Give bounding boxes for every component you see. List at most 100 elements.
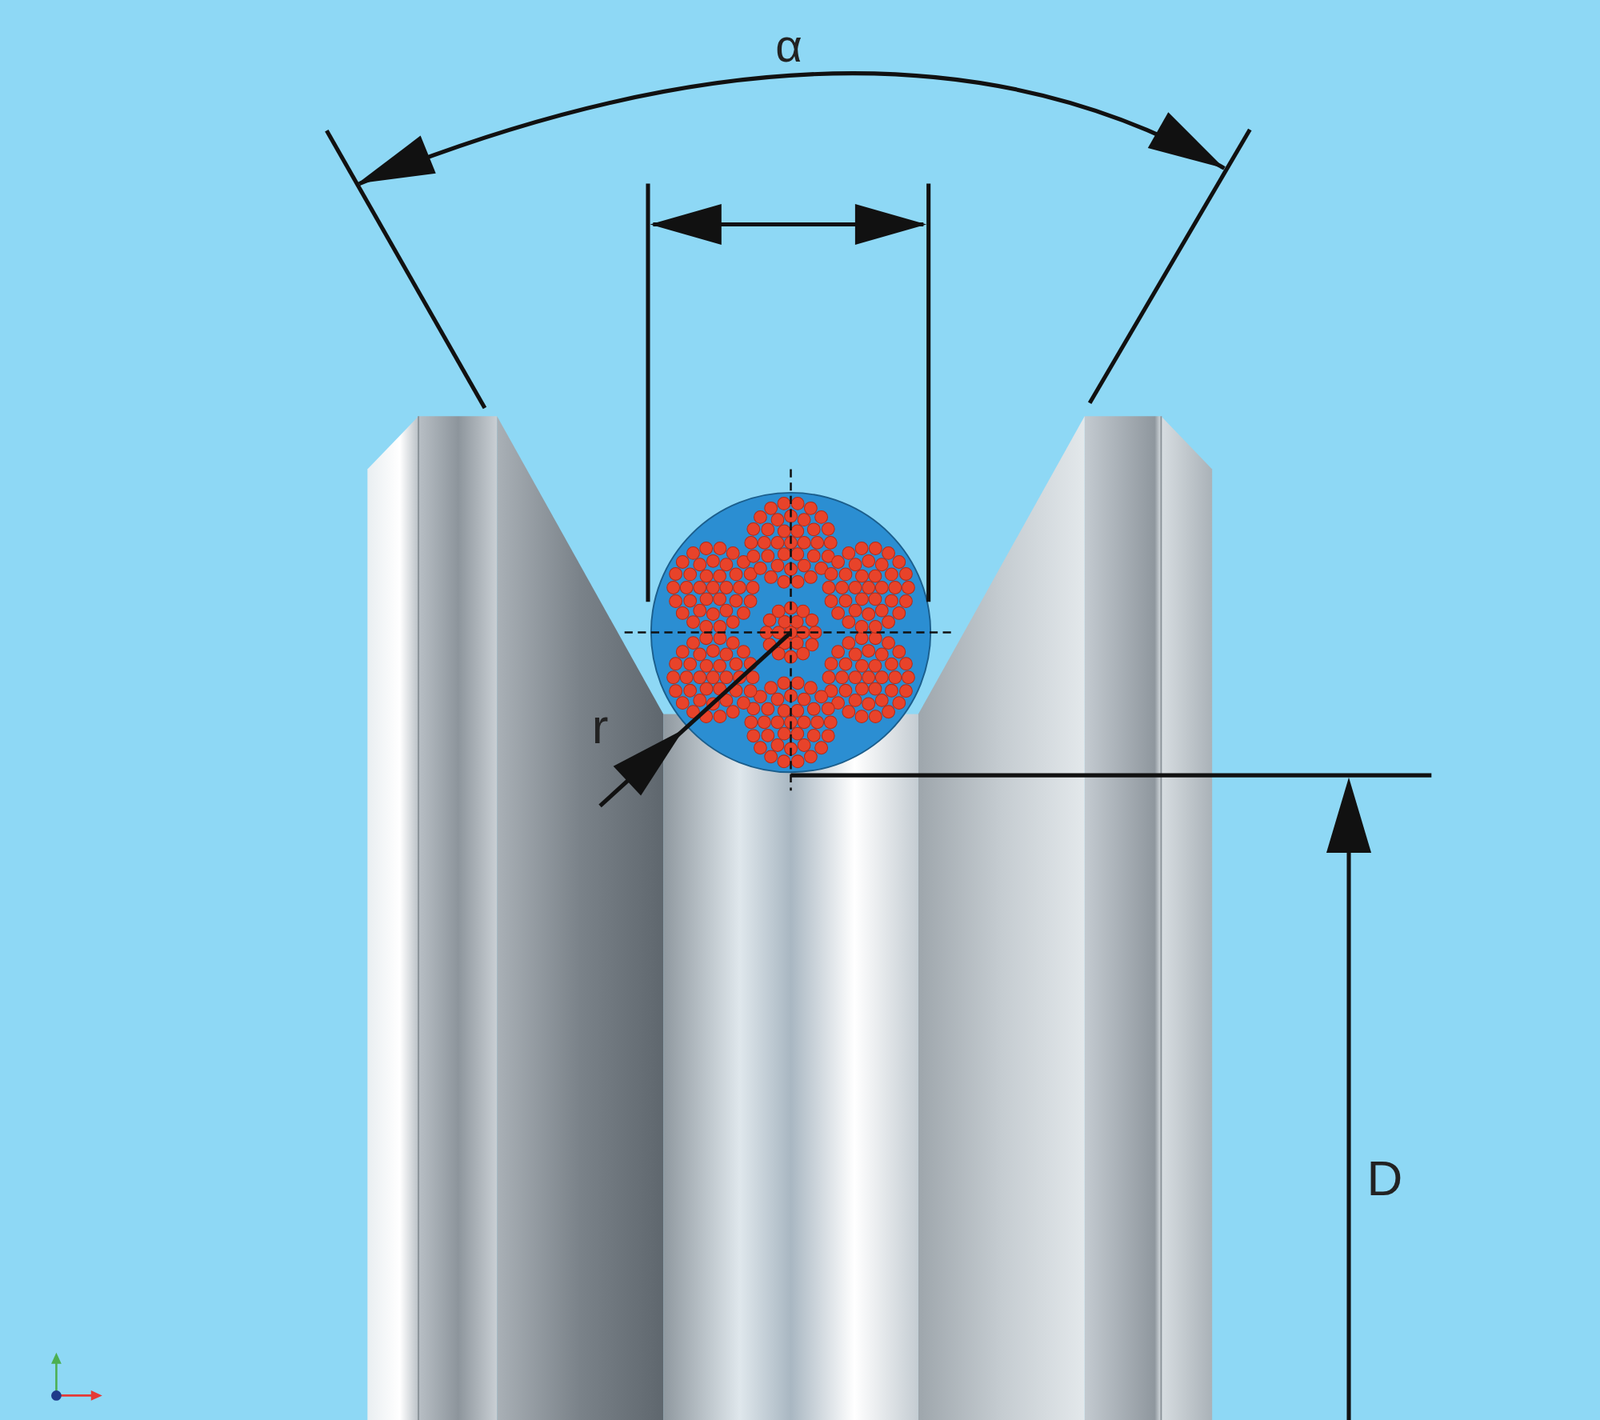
wire xyxy=(791,704,804,718)
wire xyxy=(875,694,888,708)
wire xyxy=(764,681,778,695)
wire xyxy=(720,671,733,684)
edge-line xyxy=(1160,416,1162,1420)
arrowhead xyxy=(613,729,684,796)
wire xyxy=(868,542,882,556)
wire xyxy=(842,547,856,560)
wire xyxy=(764,750,778,764)
wire xyxy=(856,592,869,606)
wire xyxy=(684,684,697,697)
wire xyxy=(777,548,791,561)
wire xyxy=(807,549,820,563)
wire xyxy=(842,636,856,650)
wire xyxy=(848,581,862,595)
wire xyxy=(797,739,811,752)
wire xyxy=(713,632,727,645)
extension-line xyxy=(326,130,485,408)
wire xyxy=(777,704,791,718)
wire xyxy=(706,581,720,595)
wire xyxy=(713,592,727,606)
wire xyxy=(687,636,700,650)
wire xyxy=(777,676,791,690)
wire xyxy=(744,684,757,698)
wire xyxy=(824,568,838,581)
wire xyxy=(875,648,888,661)
wire xyxy=(882,547,896,560)
wire xyxy=(868,682,882,696)
wire xyxy=(804,501,817,515)
wire xyxy=(848,671,862,684)
wire xyxy=(744,536,758,549)
wire xyxy=(900,595,913,608)
wire xyxy=(821,729,835,743)
wire xyxy=(824,657,838,671)
wire xyxy=(777,524,791,538)
wire xyxy=(693,648,707,661)
wire xyxy=(757,536,771,549)
wire xyxy=(791,727,804,740)
wire xyxy=(821,702,835,716)
wire xyxy=(797,716,811,729)
arrowhead xyxy=(855,204,927,245)
extension-line xyxy=(926,184,931,603)
wire xyxy=(669,595,683,608)
wire xyxy=(761,549,775,563)
wire xyxy=(855,710,868,724)
wire xyxy=(729,657,743,671)
wire xyxy=(757,716,771,729)
wire xyxy=(868,659,882,672)
groove-bottom xyxy=(663,714,919,1420)
wire xyxy=(815,690,828,704)
arrowhead xyxy=(650,204,722,245)
wire xyxy=(848,604,862,617)
axis-glyph xyxy=(51,1390,62,1401)
axis-glyph xyxy=(56,1394,92,1397)
angle-arc xyxy=(359,73,1224,184)
radius-line xyxy=(600,632,791,807)
wire xyxy=(746,581,760,595)
wire xyxy=(900,684,913,698)
wire xyxy=(824,716,837,729)
wire xyxy=(839,657,852,671)
wire xyxy=(669,568,683,581)
wire xyxy=(839,684,852,697)
wire xyxy=(862,697,876,711)
wire xyxy=(771,716,784,729)
wire xyxy=(693,558,707,572)
wire xyxy=(796,647,810,660)
wire xyxy=(700,682,713,696)
wire xyxy=(805,613,819,627)
wire xyxy=(720,581,733,595)
wire xyxy=(888,671,902,684)
wire xyxy=(815,511,828,524)
wire xyxy=(842,616,856,629)
wire xyxy=(807,702,820,716)
flange xyxy=(1084,416,1212,1420)
angle-label: α xyxy=(775,22,803,69)
wire xyxy=(811,716,824,729)
wire xyxy=(892,556,906,569)
wire xyxy=(713,542,727,556)
wire xyxy=(839,568,852,581)
wire xyxy=(764,501,778,515)
wire xyxy=(848,648,862,661)
wire xyxy=(754,511,768,524)
wire xyxy=(777,727,791,740)
wire xyxy=(777,496,791,510)
wire xyxy=(855,632,868,645)
extension-line xyxy=(791,773,1432,778)
wire xyxy=(842,705,856,719)
wire xyxy=(676,607,689,620)
wire xyxy=(693,581,707,595)
wire xyxy=(882,616,896,629)
wire xyxy=(868,620,882,634)
wire xyxy=(868,710,882,724)
wire xyxy=(737,645,751,659)
wire xyxy=(687,616,700,629)
dimension-line xyxy=(1346,846,1351,1420)
wire xyxy=(747,729,760,743)
wire xyxy=(700,592,713,606)
wire xyxy=(885,657,899,671)
